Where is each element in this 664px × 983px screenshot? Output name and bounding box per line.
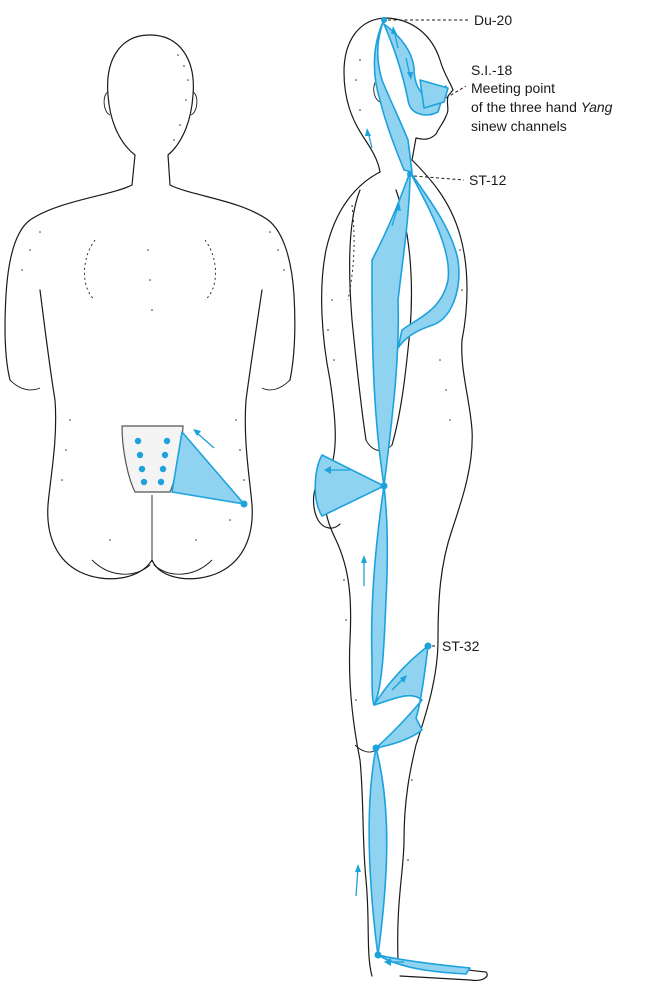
label-si18: S.I.-18 xyxy=(471,62,512,78)
leg-channel xyxy=(369,748,387,955)
label-du20: Du-20 xyxy=(474,12,512,28)
cheek-wedge xyxy=(420,80,448,108)
hip-point-back xyxy=(241,501,248,508)
hip-point-side xyxy=(381,483,388,490)
knee-point xyxy=(373,745,380,752)
du20-point xyxy=(381,17,387,23)
label-meeting-line2-pre: of the three hand xyxy=(471,99,581,115)
ankle-point xyxy=(375,952,382,959)
st12-point xyxy=(407,171,413,177)
st32-point xyxy=(425,643,432,650)
back-view-figure xyxy=(5,35,295,579)
st12-leader xyxy=(414,176,464,180)
buttock-wedge xyxy=(315,455,384,516)
label-meeting-line1: Meeting point xyxy=(471,80,555,96)
side-view-figure xyxy=(314,17,488,980)
foot-channel xyxy=(378,955,470,974)
thigh-channel xyxy=(372,486,388,705)
label-meeting-line3: sinew channels xyxy=(471,118,567,134)
label-meeting-line2: of the three hand Yang xyxy=(471,99,613,115)
si18-leader xyxy=(446,86,466,98)
label-st12: ST-12 xyxy=(469,172,507,188)
label-meeting-line2-em: Yang xyxy=(581,99,613,115)
label-st32: ST-32 xyxy=(442,638,480,654)
